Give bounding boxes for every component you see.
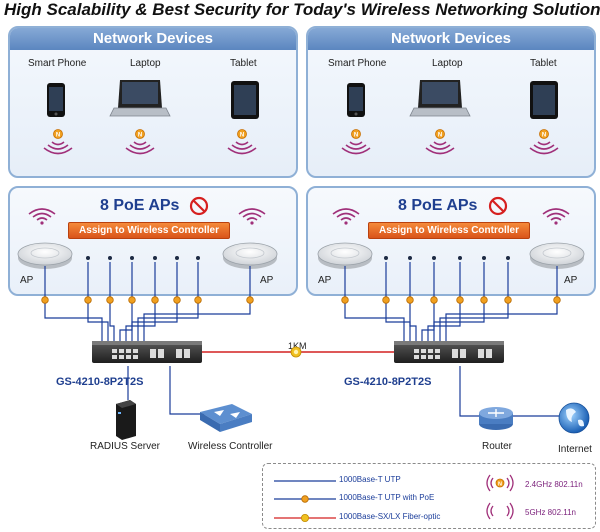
right-devices-header: Network Devices [308,28,594,50]
left-ap1-icon [17,242,73,270]
left-ap-dots [86,256,200,260]
left-utp-cables [44,262,251,415]
left-poe-aps-title: 8 PoE APs [100,197,180,214]
internet-globe-icon [558,402,590,434]
left-smart-phone-label: Smart Phone [28,58,87,69]
left-phone-wifi-icon [43,128,73,155]
right-ap-dots [384,256,510,260]
right-tablet-wifi-icon [529,128,559,155]
left-switch-label: GS-4210-8P2T2S [56,376,144,388]
left-tablet-label: Tablet [230,58,257,69]
right-utp-cables [344,262,562,417]
router-icon [479,407,513,430]
left-ap1-wifi-icon [28,208,56,226]
right-ap-label-1: AP [318,275,332,286]
left-ap2-icon [222,242,278,270]
right-tablet-label: Tablet [530,58,557,69]
router-label: Router [482,441,513,452]
legend-5ghz-text: 5GHz 802.11n [525,508,576,517]
legend-fiber-text: 1000Base-SX/LX Fiber-optic [339,512,441,521]
right-ap-panel [306,186,596,296]
left-laptop-label: Laptop [130,58,161,69]
right-ap2-icon [529,242,585,270]
left-laptop-wifi-icon [125,128,155,155]
left-assign-controller-button[interactable]: Assign to Wireless Controller [68,222,230,239]
legend-utp-text: 1000Base-T UTP [339,475,401,484]
svg-text:N: N [498,481,502,487]
left-laptop-icon [109,79,171,117]
left-ap2-wifi-icon [238,208,266,226]
internet-label: Internet [558,444,592,455]
right-smart-phone-icon [347,83,365,117]
right-smart-phone-label: Smart Phone [328,58,387,69]
right-ap2-wifi-icon [542,208,570,226]
radius-server-label: RADIUS Server [90,441,161,452]
right-poe-aps-title: 8 PoE APs [398,197,478,214]
right-ap-label-2: AP [564,275,578,286]
legend-24ghz-text: 2.4GHz 802.11n [525,480,583,489]
right-laptop-icon [409,79,471,117]
right-switch-ports [414,349,492,359]
left-forbidden-icon [189,196,209,216]
left-smart-phone-icon [47,83,65,117]
right-ap1-icon [317,242,373,270]
right-laptop-wifi-icon [425,128,455,155]
wireless-controller-label: Wireless Controller [188,441,273,452]
legend-graphics: N [274,474,514,523]
right-forbidden-icon [488,196,508,216]
right-tablet-icon [530,81,558,119]
legend-utp-poe-text: 1000Base-T UTP with PoE [339,493,435,502]
fiber-link-marker [290,346,302,358]
left-tablet-wifi-icon [227,128,257,155]
left-ap-label-2: AP [260,275,274,286]
link-distance-label: 1KM [288,341,307,351]
left-poe-markers [41,296,254,304]
radius-server-icon [116,400,136,440]
right-phone-wifi-icon [341,128,371,155]
wireless-controller-icon [200,404,252,432]
right-switch-label: GS-4210-8P2T2S [344,376,432,388]
right-ap1-wifi-icon [332,208,360,226]
left-devices-header: Network Devices [10,28,296,50]
right-assign-controller-button[interactable]: Assign to Wireless Controller [368,222,530,239]
right-laptop-label: Laptop [432,58,463,69]
page-title: High Scalability & Best Security for Tod… [4,0,600,19]
left-tablet-icon [231,81,259,119]
left-switch-ports [112,349,190,359]
left-ap-label-1: AP [20,275,34,286]
right-poe-markers [341,296,561,304]
